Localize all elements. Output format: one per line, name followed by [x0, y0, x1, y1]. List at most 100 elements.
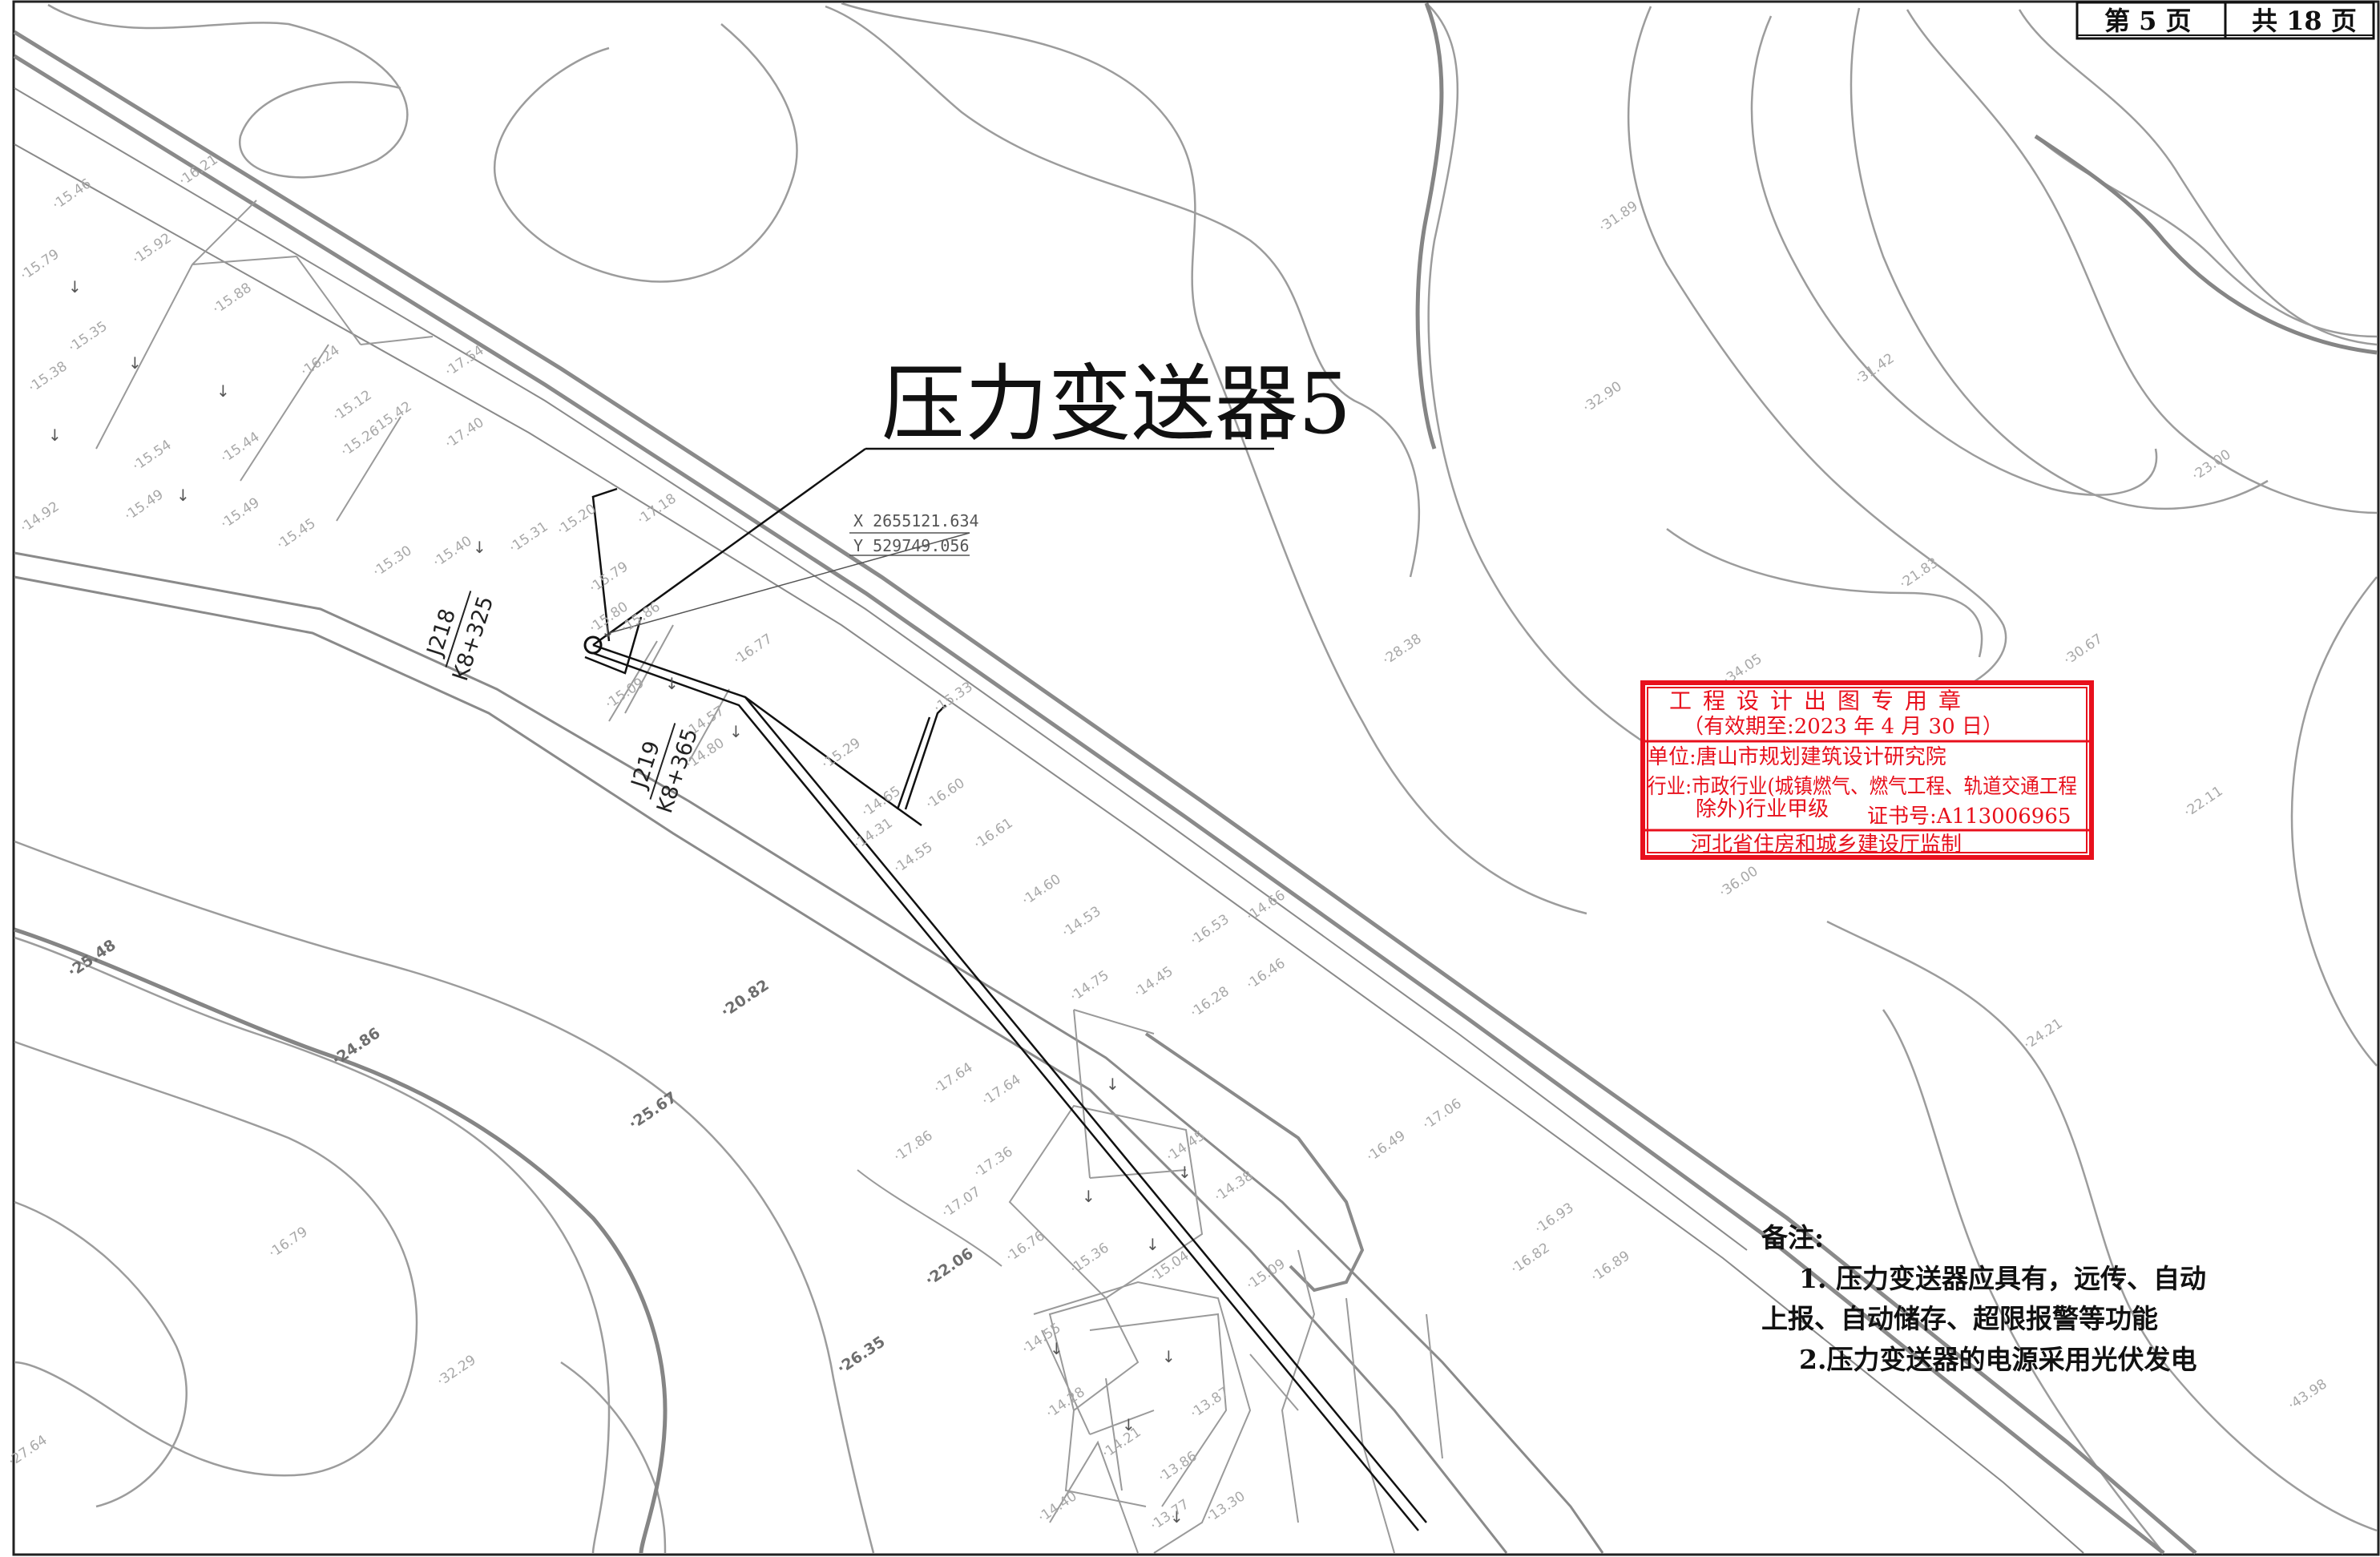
elevation-label: ·20.82 — [717, 976, 772, 1021]
elevation-label: ·16.21 — [176, 151, 221, 189]
svg-text:↓: ↓ — [1146, 1235, 1160, 1254]
elevation-label: ·17.86 — [891, 1127, 936, 1165]
elevation-label: ·16.89 — [1588, 1248, 1633, 1285]
elevation-label: ·32.90 — [1580, 378, 1625, 416]
elevation-label: ·15.49 — [122, 486, 167, 524]
elevation-label: ·16.79 — [266, 1224, 311, 1261]
elevation-label: ·17.07 — [939, 1184, 984, 1221]
elevation-label: ·14.65 — [859, 783, 904, 821]
gas-pipeline — [584, 487, 1427, 1531]
elevation-label: ·14.31 — [851, 815, 896, 853]
svg-text:↓: ↓ — [1162, 1347, 1176, 1366]
svg-text:↓: ↓ — [1050, 1339, 1063, 1358]
elevation-label: ·16.76 — [1003, 1228, 1048, 1265]
svg-text:J218: J218 — [422, 606, 461, 660]
stamp-title: 工程设计出图专用章 — [1669, 688, 1972, 714]
elevation-label: ·24.21 — [2021, 1015, 2066, 1053]
svg-text:↓: ↓ — [128, 353, 142, 373]
field-parcels — [95, 200, 1443, 1554]
elevation-label: ·16.82 — [1508, 1240, 1553, 1277]
svg-text:↓: ↓ — [1178, 1163, 1192, 1182]
elevation-label: ·15.79 — [18, 246, 63, 284]
page-total: 共 18 页 — [2252, 6, 2357, 36]
elevation-label: ·15.46 — [50, 175, 95, 213]
notes-block: 备注: 1. 压力变送器应具有，远传、自动 上报、自动储存、超限报警等功能 2.… — [1761, 1222, 2206, 1375]
elevation-label: ·14.57 — [683, 703, 728, 740]
elevation-label: ·15.36 — [1067, 1240, 1112, 1277]
note-line-2: 上报、自动储存、超限报警等功能 — [1761, 1303, 2158, 1334]
flow-arrows: ↓↓↓ ↓↓↓ ↓↓↓ ↓↓↓ ↓↓↓ ↓↓ — [48, 277, 1192, 1527]
elevation-label: ·15.33 — [931, 679, 976, 716]
svg-text:↓: ↓ — [216, 381, 230, 401]
elevation-label: ·13.30 — [1204, 1488, 1248, 1526]
road-alignment — [13, 30, 2197, 1555]
svg-text:↓: ↓ — [1122, 1415, 1136, 1434]
elevation-label: ·24.86 — [329, 1024, 383, 1069]
elevation-label: ·17.40 — [442, 414, 487, 452]
elevation-label: ·14.92 — [18, 498, 63, 536]
svg-text:↓: ↓ — [1106, 1075, 1119, 1094]
stamp-supervisor: 河北省住房和城乡建设厅监制 — [1691, 833, 1962, 857]
elevation-label: ·28.38 — [1380, 631, 1425, 668]
stamp-industry-2: 除外)行业甲级 — [1696, 797, 1829, 821]
elevation-label: ·27.64 — [6, 1432, 50, 1470]
elevation-label: ·30.67 — [2061, 631, 2106, 668]
elevation-label: ·17.06 — [1420, 1095, 1465, 1133]
elevation-label: ·16.28 — [1188, 983, 1232, 1021]
elevation-label: ·16.77 — [731, 631, 776, 668]
svg-text:↓: ↓ — [473, 538, 486, 557]
elevation-label: ·15.09 — [603, 675, 647, 712]
elevation-label: ·15.92 — [130, 230, 175, 268]
stamp-validity: （有效期至:2023 年 4 月 30 日） — [1683, 715, 2003, 739]
svg-text:↓: ↓ — [1170, 1507, 1184, 1527]
elevation-label: ·14.60 — [1019, 871, 1064, 909]
elevation-label: ·15.45 — [274, 515, 319, 553]
elevation-label: ·14.45 — [1164, 1127, 1208, 1165]
elevation-label: ·26.35 — [833, 1333, 888, 1378]
page-number-box: 第 5 页 共 18 页 — [2075, 1, 2375, 40]
elevation-label: ·15.35 — [66, 318, 111, 356]
elevation-label: ·14.38 — [1212, 1168, 1257, 1205]
coord-y: Y 529749.056 — [853, 536, 970, 555]
elevation-label: ·16.53 — [1188, 911, 1232, 949]
elevation-label: ·15.30 — [370, 543, 415, 580]
elevation-label: ·15.44 — [218, 429, 263, 466]
page-number: 第 5 页 — [2104, 6, 2192, 36]
callout-title: 压力变送器5 — [881, 355, 1351, 453]
pressure-transmitter-symbol — [583, 447, 1274, 655]
elevation-label: ·22.06 — [922, 1244, 976, 1289]
elevation-label: ·15.20 — [555, 501, 599, 538]
elevation-label: ·14.40 — [1035, 1488, 1080, 1526]
coord-x: X 2655121.634 — [853, 511, 979, 530]
elevation-label: ·15.12 — [330, 387, 375, 425]
elevation-label: ·16.24 — [298, 342, 343, 380]
elevation-label: ·32.29 — [434, 1352, 479, 1390]
elevation-label: ·16.49 — [1364, 1127, 1409, 1165]
elevation-label: ·15.38 — [26, 358, 71, 396]
svg-text:↓: ↓ — [729, 722, 743, 741]
elevation-label: ·17.36 — [971, 1144, 1016, 1181]
elevation-label: ·31.89 — [1596, 198, 1641, 236]
stamp-unit: 单位:唐山市规划建筑设计研究院 — [1648, 745, 1946, 769]
note-line-3: 2.压力变送器的电源采用光伏发电 — [1799, 1344, 2196, 1375]
index-contours — [14, 2, 2378, 1554]
elevation-label: ·16.93 — [1532, 1200, 1577, 1237]
elevation-label: ·17.54 — [442, 342, 487, 380]
svg-text:↓: ↓ — [68, 277, 82, 296]
elevation-label: ·14.53 — [1059, 903, 1104, 941]
svg-text:↓: ↓ — [601, 622, 615, 641]
elevation-label: ·15.49 — [218, 494, 263, 532]
elevation-label: ·36.00 — [1716, 863, 1761, 901]
stamp-cert: 证书号:A113006965 — [1867, 805, 2071, 829]
elevation-label: ·15.88 — [210, 280, 255, 317]
elevation-label: ·14.75 — [1067, 967, 1112, 1005]
elevation-label: ·16.46 — [1244, 955, 1289, 993]
drawing-frame — [12, 0, 2380, 1556]
elevation-label: ·16.61 — [971, 815, 1016, 853]
note-line-1: 1. 压力变送器应具有，远传、自动 — [1799, 1263, 2206, 1294]
elevation-label: ·17.64 — [931, 1059, 976, 1097]
elevation-label: ·13.77 — [1148, 1496, 1192, 1534]
elevation-label: ·17.64 — [979, 1071, 1024, 1109]
svg-text:↓: ↓ — [665, 674, 679, 693]
